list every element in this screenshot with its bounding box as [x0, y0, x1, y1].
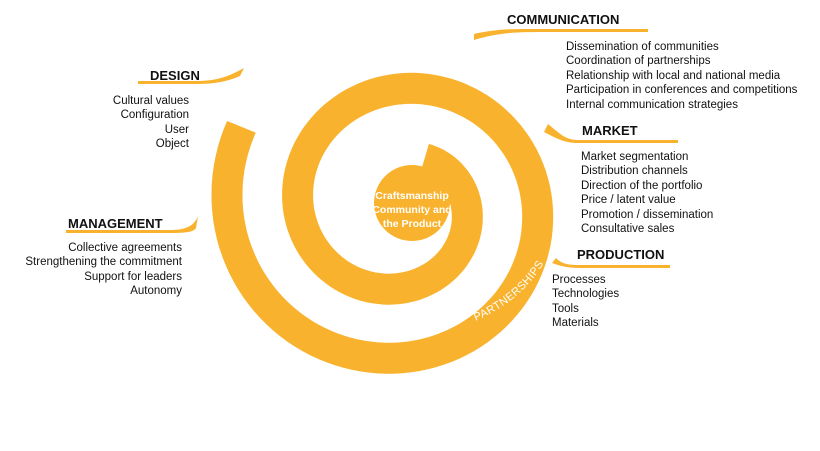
section-list-production: Processes Technologies Tools Materials: [552, 273, 619, 331]
connector-communication: [474, 28, 648, 40]
center-label: Craftsmanship Community and the Product: [361, 189, 463, 231]
list-item: Internal communication strategies: [566, 98, 738, 111]
section-list-communication: Dissemination of communities Coordinatio…: [566, 40, 797, 112]
section-title-management: MANAGEMENT: [68, 216, 163, 231]
list-item: Technologies: [552, 288, 620, 301]
list-item: Coordination of partnerships: [566, 55, 711, 68]
list-item: Distribution channels: [581, 165, 688, 178]
list-item: Processes: [552, 274, 606, 286]
list-item: Consultative sales: [581, 223, 675, 236]
list-item: Relationship with local and national med…: [566, 69, 781, 82]
section-list-design: Cultural values Configuration User Objec…: [113, 94, 189, 152]
section-list-market: Market segmentation Distribution channel…: [581, 150, 713, 236]
section-title-market: MARKET: [582, 123, 638, 138]
list-item: Configuration: [120, 109, 189, 122]
connector-design: [138, 68, 244, 84]
center-line: Craftsmanship: [375, 190, 449, 202]
center-line: Community and: [372, 204, 452, 216]
list-item: Collective agreements: [68, 242, 182, 254]
list-item: Materials: [552, 317, 599, 330]
connector-production: [552, 258, 670, 268]
spiral-band: [211, 72, 554, 374]
list-item: Promotion / dissemination: [581, 208, 714, 221]
connector-market: [544, 124, 678, 143]
section-title-production: PRODUCTION: [577, 247, 665, 262]
list-item: Support for leaders: [84, 270, 182, 283]
list-item: Price / latent value: [581, 194, 676, 207]
section-title-design: DESIGN: [150, 68, 200, 83]
connector-management: [66, 216, 198, 233]
band-label-quality-text: QUALITY: [364, 12, 416, 25]
list-item: Direction of the portfolio: [581, 179, 703, 192]
section-title-communication: COMMUNICATION: [507, 12, 620, 27]
list-item: Object: [155, 138, 189, 151]
section-list-management: Collective agreements Strengthening the …: [25, 241, 182, 299]
list-item: Tools: [552, 302, 579, 315]
band-label-quality: QUALITY: [364, 12, 416, 25]
list-item: Dissemination of communities: [566, 41, 719, 53]
list-item: Participation in conferences and competi…: [566, 84, 798, 97]
list-item: Market segmentation: [581, 151, 689, 163]
list-item: Strengthening the commitment: [25, 256, 182, 269]
list-item: User: [164, 123, 189, 136]
center-line: the Product: [382, 218, 442, 230]
list-item: Cultural values: [112, 95, 189, 107]
list-item: Autonomy: [130, 285, 182, 298]
center-disc: [374, 165, 450, 241]
